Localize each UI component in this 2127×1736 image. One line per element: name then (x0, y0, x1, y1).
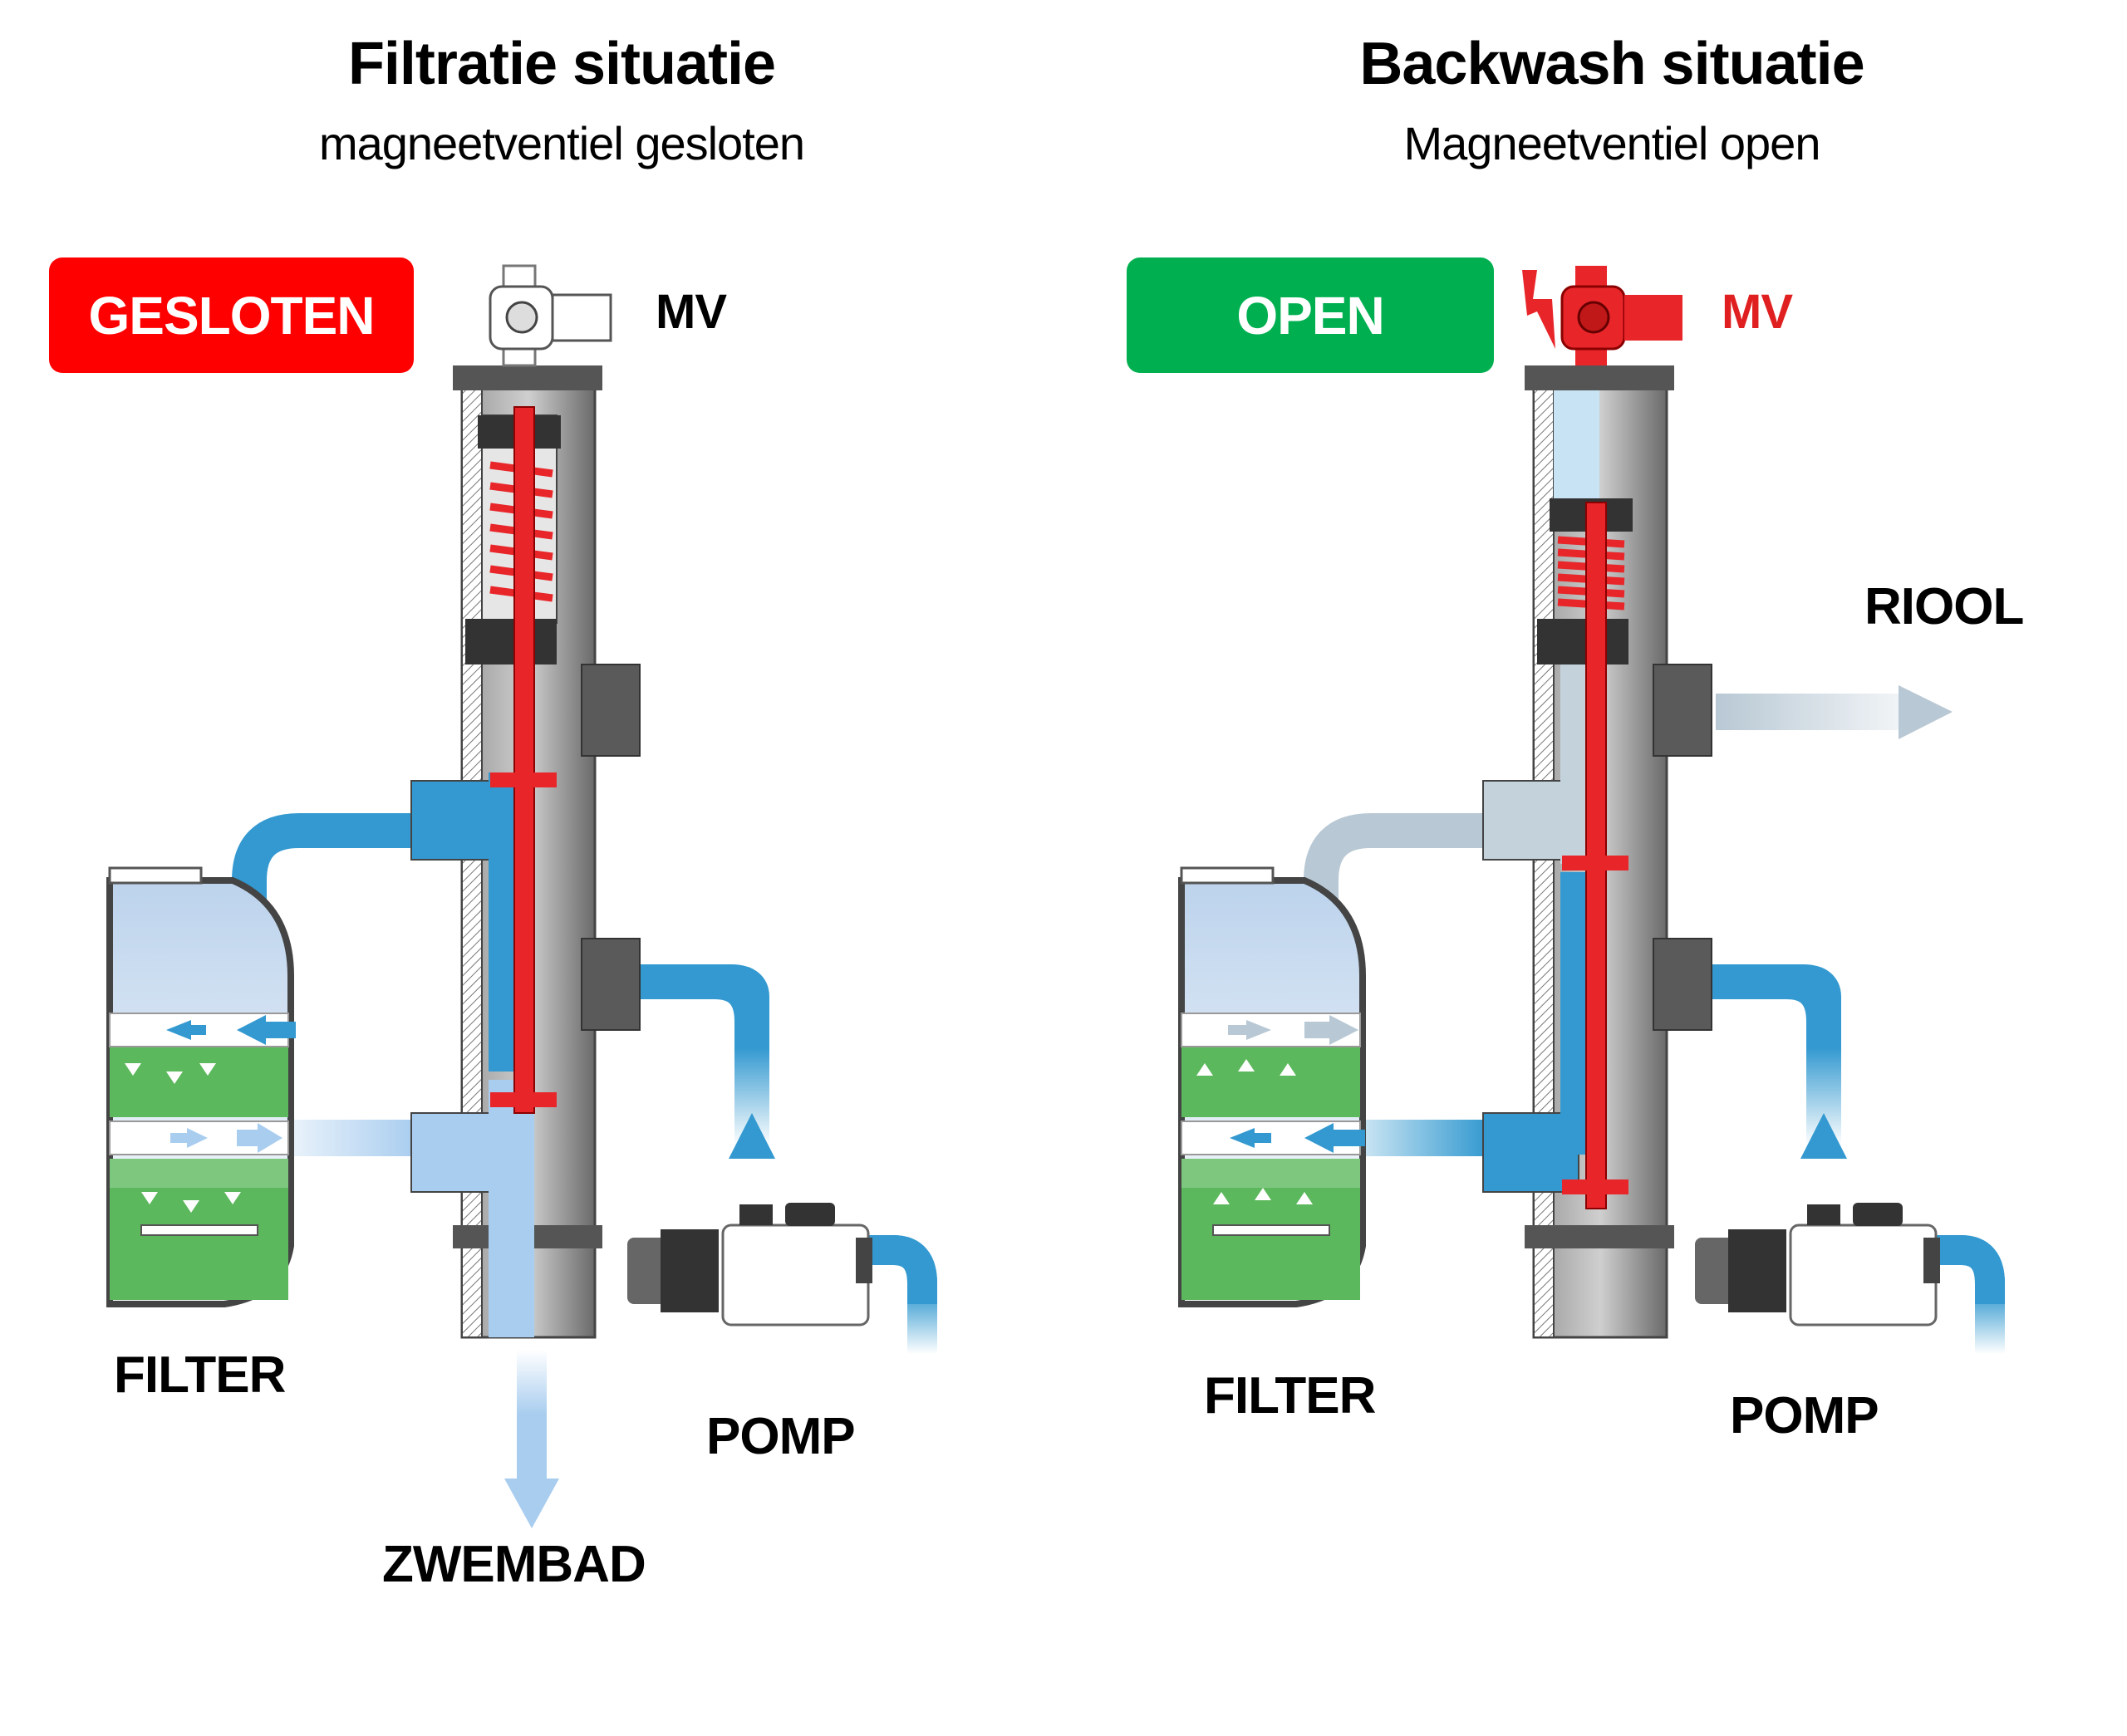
status-badge-closed: GESLOTEN (49, 257, 414, 373)
flow-arrow-up (729, 1113, 775, 1159)
right-title: Backwash situatie (1359, 31, 1864, 97)
pump-label-left: POMP (706, 1408, 856, 1465)
pump-icon (627, 1203, 872, 1327)
pump-label-right: POMP (1730, 1387, 1879, 1444)
solenoid-valve-icon-active (1522, 266, 1682, 365)
sewer-label: RIOOL (1864, 578, 2024, 635)
flow-to-pool (517, 1350, 547, 1479)
pump-icon-right (1695, 1203, 1940, 1327)
status-badge-open: OPEN (1127, 257, 1494, 373)
filter-icon-right (1178, 866, 1366, 1307)
left-title: Filtratie situatie (347, 31, 776, 97)
pipe-valve-to-filter-active (1321, 1120, 1487, 1156)
left-subtitle: magneetventiel gesloten (318, 117, 805, 169)
flow-arrow-down (504, 1479, 559, 1528)
solenoid-valve-icon (489, 264, 612, 367)
flow-arrow-sewer (1899, 685, 1953, 739)
pipe-filter-to-valve-idle (1304, 813, 1487, 1034)
pipe-pump-suction-right (1932, 1235, 2005, 1354)
flow-arrow-up-right (1800, 1113, 1847, 1159)
filter-icon (106, 866, 296, 1307)
spring-compressed (1557, 536, 1625, 611)
piston-rod-right (1585, 502, 1607, 1209)
pipe-filter-to-valve (232, 813, 415, 1034)
valve-housing (410, 365, 641, 1339)
right-subtitle: Magneetventiel open (1403, 117, 1821, 169)
piston-rod (513, 406, 535, 1114)
lightning-icon (1522, 270, 1555, 349)
valve-label-right: MV (1722, 285, 1793, 339)
valve-label-left: MV (656, 285, 727, 339)
pipe-pump-to-valve (631, 964, 769, 1146)
filter-label-left: FILTER (114, 1346, 286, 1404)
pipe-to-sewer (1716, 694, 1899, 730)
valve-housing-right (1482, 365, 1712, 1339)
pipe-pump-to-valve-right (1695, 964, 1841, 1146)
filter-label-right: FILTER (1204, 1367, 1376, 1425)
left-diagram (106, 264, 937, 1528)
pool-label: ZWEMBAD (382, 1536, 646, 1593)
